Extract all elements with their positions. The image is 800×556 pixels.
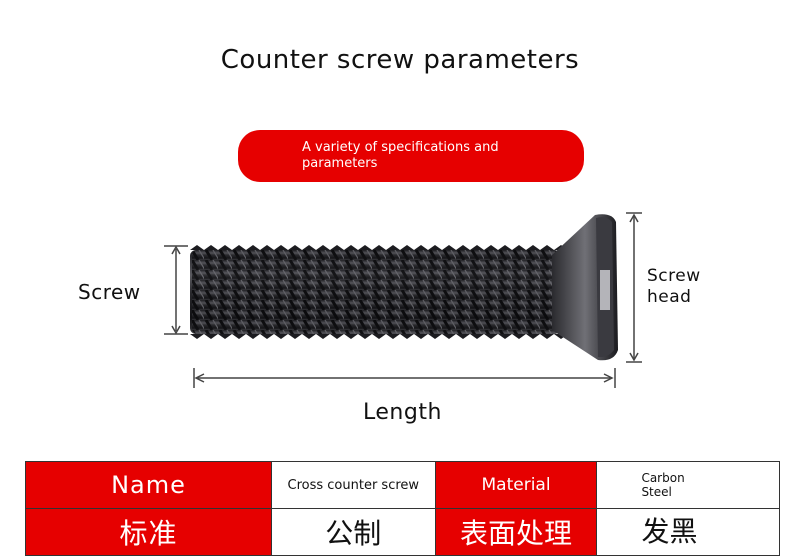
material-header-cell: Material [434, 461, 598, 509]
spec-table: Name Cross counter screw Material Carbon… [25, 461, 780, 556]
table-row: 标准 公制 表面处理 发黑 [25, 508, 780, 556]
material-value-line2: Steel [641, 485, 672, 499]
surface-header-cell: 表面处理 [434, 508, 598, 556]
surface-value-cell: 发黑 [596, 508, 780, 556]
screw-head [552, 214, 618, 361]
head-dimension-line [626, 212, 642, 363]
screw-head-label: Screw head [647, 266, 701, 308]
screw-diagram [164, 212, 642, 388]
name-value-cell: Cross counter screw [270, 461, 436, 509]
screw-diameter-label: Screw [78, 280, 141, 304]
name-header-cell: Name [25, 461, 272, 509]
material-value-cell: Carbon Steel [596, 461, 780, 509]
standard-value-cell: 公制 [270, 508, 436, 556]
table-row: Name Cross counter screw Material Carbon… [25, 461, 780, 509]
material-value-line1: Carbon [641, 471, 685, 485]
standard-header-cell: 标准 [25, 508, 272, 556]
page-title: Counter screw parameters [220, 45, 580, 75]
length-dimension-line [193, 368, 616, 388]
screw-dimension-line [164, 245, 188, 335]
screw-head-label-line2: head [647, 287, 692, 307]
screw-shank [190, 245, 596, 339]
spec-badge: A variety of specifications and paramete… [238, 130, 584, 182]
screw-head-label-line1: Screw [647, 266, 701, 286]
length-label: Length [363, 400, 442, 425]
